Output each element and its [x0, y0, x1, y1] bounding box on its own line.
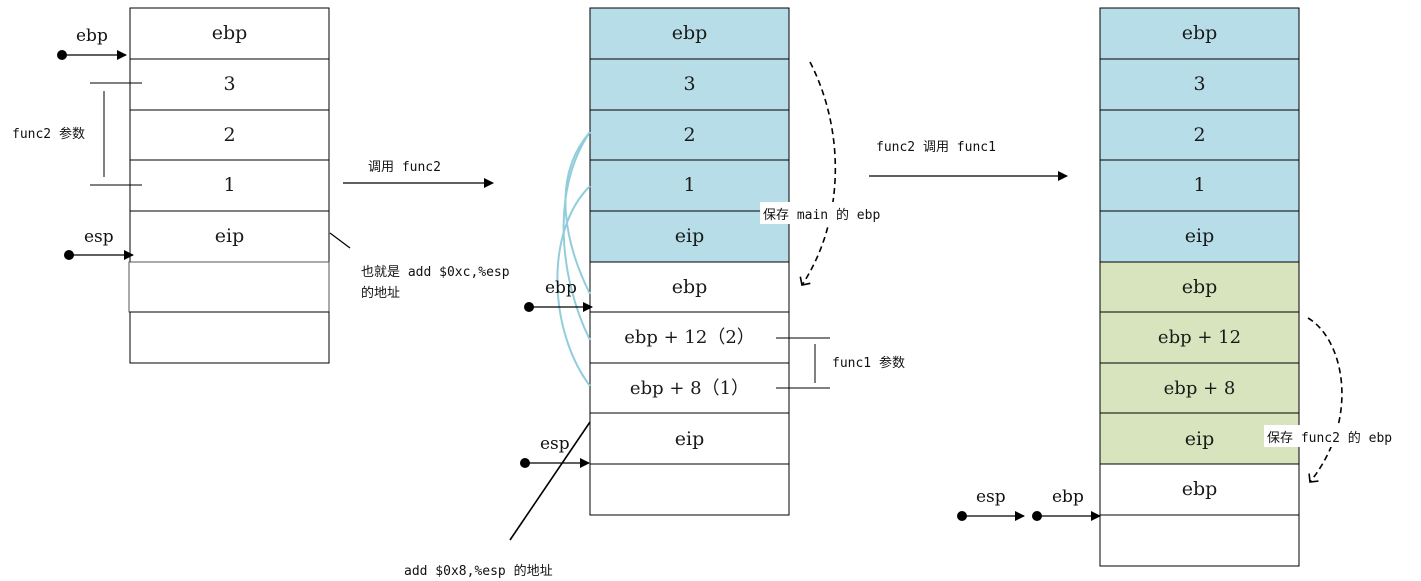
stack-2: ebp 3 2 1 eip ebp ebp + 12（2） ebp + 8（1）…: [404, 7, 905, 579]
stack2-esp-pointer-label: esp: [540, 434, 570, 454]
stack1-cell-ebp: [129, 7, 330, 60]
stack2-cell-ebp-plus-8-label: ebp + 8（1）: [630, 378, 749, 399]
call-func2-arrow: 调用 func2: [343, 160, 494, 188]
stack2-cell-2-label: 2: [683, 124, 695, 146]
stack2-save-ebp-dashed-arrow: [799, 61, 837, 286]
stack2-cell-3-label: 3: [683, 73, 695, 95]
stack3-save-label-bg: [1264, 425, 1414, 447]
stack3-cell-1-label: 1: [1193, 174, 1205, 196]
stack1-cell-eip: [129, 210, 330, 263]
stack3-cell-ebp-plus-12: [1099, 311, 1300, 364]
stack1-cell-empty-1: [128, 261, 330, 313]
stack2-cell-ebp-plus-8: [589, 362, 790, 414]
stack-3: ebp 3 2 1 eip ebp ebp + 12 ebp + 8 eip e…: [957, 7, 1414, 567]
stack-1: ebp 3 2 1 eip ebp esp func2 参数 也就是 add $…: [12, 7, 510, 364]
stack1-cell-ebp-label: ebp: [212, 22, 248, 44]
stack1-cell-1: [129, 159, 330, 212]
stack1-note-line1: 也就是 add $0xc,%esp: [361, 265, 510, 280]
stack3-ebp-pointer-label: ebp: [1052, 487, 1084, 507]
stack2-cell-2: [589, 109, 790, 161]
stack2-bottom-note-leader: [509, 421, 591, 541]
stack3-cell-3-label: 3: [1193, 73, 1205, 95]
stack2-curve-from-ebp-8: [556, 185, 591, 387]
stack1-ebp-pointer-label: ebp: [76, 26, 108, 46]
stack2-curve-from-ebp: [564, 131, 591, 295]
stack2-cell-ebp-saved-label: ebp: [672, 276, 708, 298]
stack2-cell-ebp-plus-12: [589, 311, 790, 364]
stack3-cell-2: [1099, 109, 1300, 161]
stack2-save-label: 保存 main 的 ebp: [763, 207, 880, 223]
stack3-cell-ebp-func1-label: ebp: [1182, 478, 1218, 500]
call-func1-arrow-label: func2 调用 func1: [876, 140, 996, 155]
stack1-cell-eip-label: eip: [215, 225, 244, 247]
stack2-cell-3: [589, 58, 790, 111]
stack2-cell-empty: [589, 463, 790, 516]
stack2-cell-eip-func2: [589, 412, 790, 465]
call-func2-arrow-label: 调用 func2: [368, 160, 441, 175]
stack3-cell-empty: [1099, 514, 1300, 567]
call-func1-arrow: func2 调用 func1: [869, 140, 1068, 181]
stack3-cell-ebp-plus-8-label: ebp + 8: [1164, 378, 1236, 399]
stack2-save-label-bg: [760, 202, 900, 224]
stack1-cell-1-label: 1: [223, 174, 235, 196]
stack2-cell-1: [589, 159, 790, 212]
stack1-cell-3-label: 3: [223, 73, 235, 95]
stack3-cell-ebp-main: [1099, 7, 1300, 60]
stack2-cell-eip-func2-label: eip: [675, 428, 704, 450]
stack1-params-label: func2 参数: [12, 126, 85, 142]
stack3-cell-ebp-plus-8: [1099, 362, 1300, 414]
stack2-curve-from-ebp-12: [562, 131, 591, 341]
stack2-cell-ebp-saved: [589, 261, 790, 313]
stack1-cell-empty-2: [129, 311, 330, 364]
stack2-cell-ebp-main-label: ebp: [672, 22, 708, 44]
stack2-params-label: func1 参数: [832, 355, 905, 371]
stack3-cell-ebp-plus-12-label: ebp + 12: [1158, 327, 1241, 348]
stack3-cell-3: [1099, 58, 1300, 111]
stack3-cell-2-label: 2: [1193, 124, 1205, 146]
stack2-cell-eip-main-label: eip: [675, 225, 704, 247]
stack3-save-label: 保存 func2 的 ebp: [1267, 430, 1392, 446]
stack3-cell-1: [1099, 159, 1300, 212]
stack1-note-line2: 的地址: [361, 285, 400, 301]
stack1-esp-pointer-label: esp: [84, 227, 114, 247]
stack2-bottom-note: add $0x8,%esp 的地址: [404, 563, 553, 579]
stack2-cell-ebp-plus-12-label: ebp + 12（2）: [624, 327, 755, 348]
stack3-cell-ebp-main-label: ebp: [1182, 22, 1218, 44]
stack2-cell-eip-main: [589, 210, 790, 263]
stack1-cell-3: [129, 58, 330, 111]
stack3-esp-pointer-label: esp: [976, 487, 1006, 507]
stack3-cell-ebp-saved-label: ebp: [1182, 276, 1218, 298]
stack3-cell-eip-main-label: eip: [1185, 225, 1214, 247]
stack3-save-ebp-dashed-arrow: [1307, 317, 1343, 483]
stack3-cell-ebp-func1: [1099, 463, 1300, 516]
stack2-cell-1-label: 1: [683, 174, 695, 196]
stack1-cell-2: [129, 109, 330, 161]
stack1-note-leader: [329, 232, 351, 249]
stack3-cell-eip-main: [1099, 210, 1300, 263]
stack3-cell-ebp-saved: [1099, 261, 1300, 313]
stack2-cell-ebp-main: [589, 7, 790, 60]
stack2-ebp-pointer-label: ebp: [545, 278, 577, 298]
stack3-cell-eip-func2-label: eip: [1185, 428, 1214, 450]
stack1-cell-2-label: 2: [223, 124, 235, 146]
